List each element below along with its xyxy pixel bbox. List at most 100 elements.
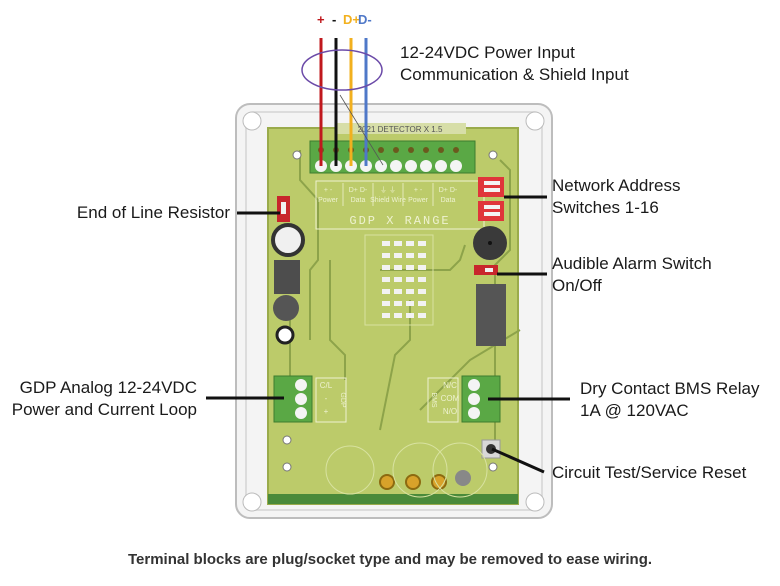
jumper-pad <box>418 241 426 246</box>
network-address-switch-1[interactable] <box>478 177 504 197</box>
bms-label-box <box>427 377 459 423</box>
gdp-analog-line1: GDP Analog 12-24VDC <box>19 378 197 397</box>
jumper-pad <box>394 241 402 246</box>
wire-key-label: - <box>332 12 337 27</box>
jumper-pad <box>418 301 426 306</box>
terminal-group-label: Shield Wire <box>370 197 406 204</box>
screw-hole-br <box>525 492 545 512</box>
gdp-tag: GDP <box>339 392 346 408</box>
terminal-screw <box>408 147 414 153</box>
jumper-matrix <box>364 234 434 326</box>
relay <box>476 284 506 346</box>
capacitor <box>271 223 305 257</box>
terminal-hole <box>390 160 402 172</box>
jumper-pad <box>406 277 414 282</box>
jumper-pad <box>394 265 402 270</box>
network-address-line2: Switches 1-16 <box>552 198 659 217</box>
bms-terminal-hole <box>468 407 480 419</box>
dip-lever <box>484 188 500 192</box>
jumper-pad <box>406 313 414 318</box>
jumper-pad <box>394 253 402 258</box>
terminal-group-label: Data <box>441 197 456 204</box>
network-address-switch-2[interactable] <box>478 201 504 221</box>
terminal-hole <box>375 160 387 172</box>
terminal-screw <box>378 147 384 153</box>
wire-bundle-ellipse <box>301 49 383 91</box>
terminal-hole <box>435 160 447 172</box>
gdp-label-box <box>315 377 347 423</box>
bms-tag: BMS <box>430 392 437 408</box>
jumper-pad <box>382 289 390 294</box>
jumper-pad <box>418 265 426 270</box>
gdp-terminal-hole <box>295 407 307 419</box>
eol-resistor-switch-toggle <box>281 202 286 214</box>
jumper-pad <box>394 313 402 318</box>
terminal-screw <box>438 147 444 153</box>
gdp-terminal-hole <box>295 393 307 405</box>
dip-lever <box>484 212 500 216</box>
sensor-pads <box>282 150 498 498</box>
jumper-pad <box>394 277 402 282</box>
dry-contact-callout: Dry Contact BMS Relay 1A @ 120VAC <box>580 378 760 422</box>
gdp-analog-callout: GDP Analog 12-24VDC Power and Current Lo… <box>0 377 197 421</box>
jumper-pad <box>382 265 390 270</box>
terminal-screw <box>453 147 459 153</box>
small-capacitor <box>275 325 295 345</box>
enclosure-inner <box>245 111 543 511</box>
gdp-analog-line2: Power and Current Loop <box>11 400 197 419</box>
silkscreen-title: 2021 DETECTOR X 1.5 <box>358 125 443 134</box>
range-label: GDP X RANGE <box>349 214 450 228</box>
terminal-pin-label: + - <box>324 187 333 194</box>
jumper-pad <box>406 265 414 270</box>
screw-hole-tr <box>525 111 545 131</box>
jumper-pad <box>406 253 414 258</box>
jumper-pad <box>418 313 426 318</box>
jumper-pad <box>382 313 390 318</box>
jumper-pad <box>382 277 390 282</box>
terminal-hole <box>420 160 432 172</box>
bms-pin-label: N/C <box>443 381 457 390</box>
audible-alarm-line2: On/Off <box>552 276 602 295</box>
jumper-pad <box>418 277 426 282</box>
jumper-pad <box>382 253 390 258</box>
gdp-pin-label: + <box>324 407 329 416</box>
regulator <box>274 260 300 294</box>
bms-pin-label: COM <box>441 394 460 403</box>
terminal-hole <box>405 160 417 172</box>
terminal-group-label: Power <box>408 197 429 204</box>
terminal-pin-label: + - <box>414 187 423 194</box>
gdp-pin-label: C/L <box>320 381 333 390</box>
shield-wire <box>339 94 384 166</box>
jumper-pad <box>394 301 402 306</box>
bms-pin-label: N/O <box>443 407 457 416</box>
power-input-callout: 12-24VDC Power Input Communication & Shi… <box>400 42 629 86</box>
terminal-group-label: Data <box>351 197 366 204</box>
screw-hole-tl <box>242 111 262 131</box>
footer-note: Terminal blocks are plug/socket type and… <box>127 551 653 568</box>
terminal-pin-label: D+ D- <box>349 187 368 194</box>
audible-alarm-callout: Audible Alarm Switch On/Off <box>552 253 712 297</box>
terminal-group-label: Power <box>318 197 339 204</box>
bms-terminal-hole <box>468 393 480 405</box>
wire-key-label: + <box>317 12 325 27</box>
buzzer-center <box>488 241 492 245</box>
wire-key-label: D- <box>358 12 372 27</box>
circuit-test-callout: Circuit Test/Service Reset <box>552 463 747 482</box>
terminal-hole <box>450 160 462 172</box>
terminal-screw <box>393 147 399 153</box>
audible-alarm-line1: Audible Alarm Switch <box>552 254 712 273</box>
terminal-pin-label: D+ D- <box>439 187 458 194</box>
terminal-pin-label: ⏚ ⏚ <box>380 186 396 194</box>
jumper-pad <box>382 241 390 246</box>
dip-lever <box>484 181 500 185</box>
jumper-pad <box>406 289 414 294</box>
gdp-terminal-hole <box>295 379 307 391</box>
reset-button-cap <box>486 444 496 454</box>
dry-contact-line1: Dry Contact BMS Relay <box>580 379 760 398</box>
screw-hole-bl <box>242 492 262 512</box>
network-address-callout: Network Address Switches 1-16 <box>552 175 681 219</box>
callout-lines <box>206 195 570 474</box>
power-input-line2: Communication & Shield Input <box>400 65 629 84</box>
jumper-pad <box>406 241 414 246</box>
terminal-screw <box>423 147 429 153</box>
